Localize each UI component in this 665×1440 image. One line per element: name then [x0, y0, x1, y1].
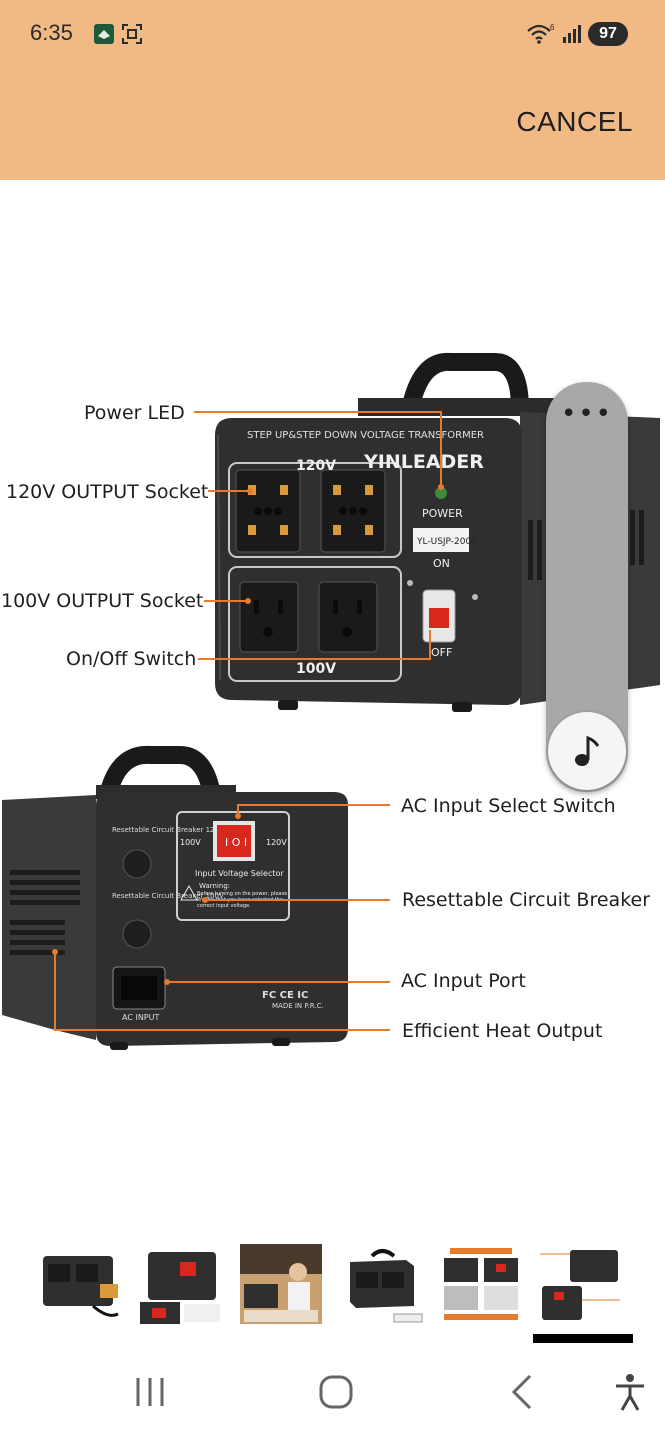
screenshot-icon: [122, 24, 142, 44]
warning-label: Warning:: [199, 882, 230, 890]
music-button[interactable]: [548, 712, 626, 790]
cancel-button[interactable]: CANCEL: [516, 106, 633, 137]
warning-text-box: Before turning on the power, please ensu…: [197, 891, 287, 909]
selected-thumbnail-indicator: [533, 1334, 633, 1343]
thumbnail-6-selected[interactable]: [540, 1244, 622, 1324]
label-on-off-switch: On/Off Switch: [66, 648, 197, 670]
label-ac-input-port: AC Input Port: [401, 970, 526, 992]
power-label: POWER: [422, 507, 463, 520]
home-icon[interactable]: [316, 1372, 356, 1412]
off-label: OFF: [431, 646, 452, 659]
music-note-icon: [575, 735, 600, 766]
breaker-100v-label: Resettable Circuit Breaker 100V: [112, 892, 224, 900]
thumbnail-4[interactable]: [342, 1244, 424, 1324]
label-circuit-breaker: Resettable Circuit Breaker: [402, 889, 651, 911]
breaker-120v-label: Resettable Circuit Breaker 120V: [112, 826, 224, 834]
thumbnail-strip: [0, 1236, 665, 1336]
signal-icon: [563, 25, 581, 43]
brand-label: YINLEADER: [363, 451, 484, 473]
wifi-sub-label: 6: [550, 23, 555, 32]
section-120v: 120V: [296, 458, 336, 474]
accessibility-icon[interactable]: [610, 1372, 650, 1412]
label-100v-socket: 100V OUTPUT Socket: [1, 590, 204, 612]
thumbnail-1[interactable]: [38, 1244, 120, 1324]
bottom-transformer: Resettable Circuit Breaker 120V Resettab…: [2, 745, 390, 1050]
floating-side-panel[interactable]: •••: [546, 382, 628, 792]
ac-input-label: AC INPUT: [122, 1013, 159, 1022]
label-power-led: Power LED: [84, 402, 185, 424]
selector-title: Input Voltage Selector: [195, 869, 284, 878]
label-ac-select-switch: AC Input Select Switch: [401, 795, 616, 817]
panel-title: STEP UP&STEP DOWN VOLTAGE TRANSFORMER: [247, 430, 484, 441]
selector-120v: 120V: [266, 838, 287, 847]
thumbnail-3[interactable]: [240, 1244, 322, 1324]
cert-marks: FC CE IC: [262, 990, 308, 1001]
svg-text:I O I: I O I: [225, 836, 247, 849]
thumbnail-2[interactable]: [140, 1244, 222, 1324]
label-120v-socket: 120V OUTPUT Socket: [6, 481, 209, 503]
more-icon[interactable]: •••: [560, 399, 613, 429]
system-nav-bar: [0, 1350, 665, 1440]
model-label: YL-USJP-2000: [416, 537, 477, 547]
label-heat-output: Efficient Heat Output: [402, 1020, 603, 1042]
wifi-icon: 6: [527, 23, 555, 44]
recent-apps-icon[interactable]: [130, 1372, 170, 1412]
battery-indicator: 97: [588, 22, 628, 46]
thumbnail-5[interactable]: [440, 1244, 522, 1324]
app-notification-icon: [94, 24, 114, 44]
top-bar: 6:35 6 97 CANCEL: [0, 0, 665, 180]
on-label: ON: [433, 557, 450, 570]
selector-100v: 100V: [180, 838, 201, 847]
status-time: 6:35: [30, 20, 73, 45]
section-100v: 100V: [296, 661, 336, 677]
made-in-label: MADE IN P.R.C.: [272, 1002, 324, 1010]
back-icon[interactable]: [502, 1372, 542, 1412]
